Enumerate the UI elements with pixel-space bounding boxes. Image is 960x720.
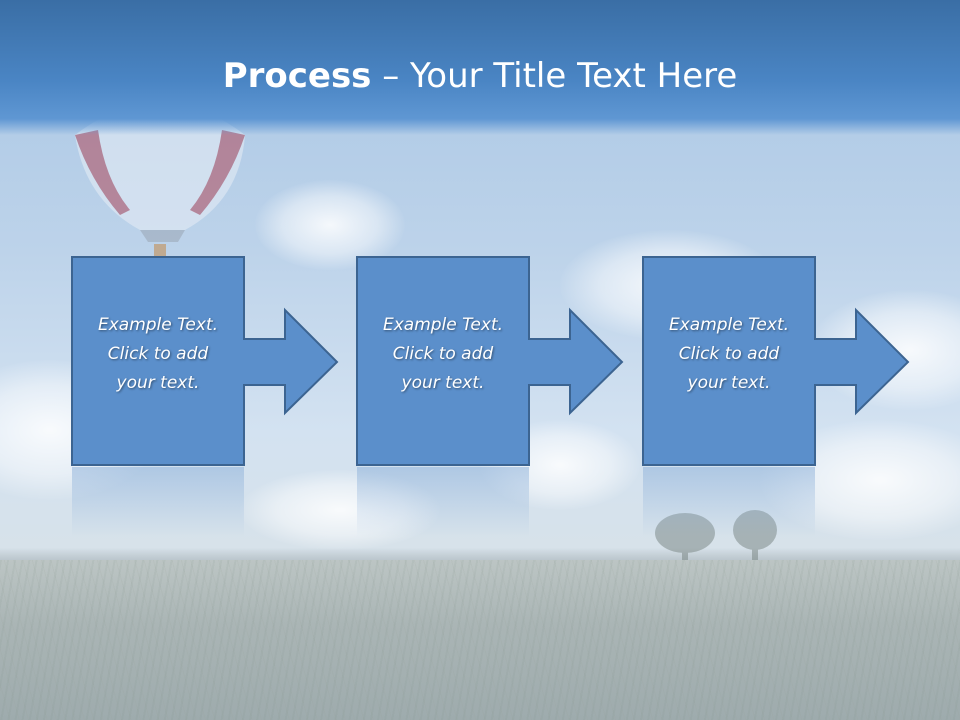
step-3-text[interactable]: Example Text. Click to add your text. — [643, 311, 815, 398]
slide-title[interactable]: Process – Your Title Text Here — [0, 54, 960, 98]
step-2-line-1: Example Text. — [382, 315, 504, 335]
step-1-text[interactable]: Example Text. Click to add your text. — [72, 311, 244, 398]
step-3-line-1: Example Text. — [668, 315, 790, 335]
step-2-line-3: your text. — [401, 373, 485, 393]
title-rest-part: – Your Title Text Here — [371, 56, 738, 96]
step-1-arrow[interactable] — [71, 256, 339, 466]
step-2-reflection — [357, 467, 529, 537]
cloud — [255, 180, 405, 270]
step-2-line-2: Click to add — [392, 344, 494, 364]
title-bar: Process – Your Title Text Here — [0, 0, 960, 135]
title-bold-part: Process — [222, 56, 372, 96]
step-1-reflection — [72, 467, 244, 537]
step-1-line-1: Example Text. — [97, 315, 219, 335]
step-3-reflection — [643, 467, 815, 537]
hot-air-balloon-image — [75, 110, 245, 258]
step-1-line-2: Click to add — [107, 344, 209, 364]
step-3-line-3: your text. — [687, 373, 771, 393]
grass-field — [0, 560, 960, 720]
step-3-arrow[interactable] — [642, 256, 910, 466]
step-1-line-3: your text. — [116, 373, 200, 393]
step-2-text[interactable]: Example Text. Click to add your text. — [357, 311, 529, 398]
step-3-line-2: Click to add — [678, 344, 780, 364]
step-2-arrow[interactable] — [356, 256, 624, 466]
